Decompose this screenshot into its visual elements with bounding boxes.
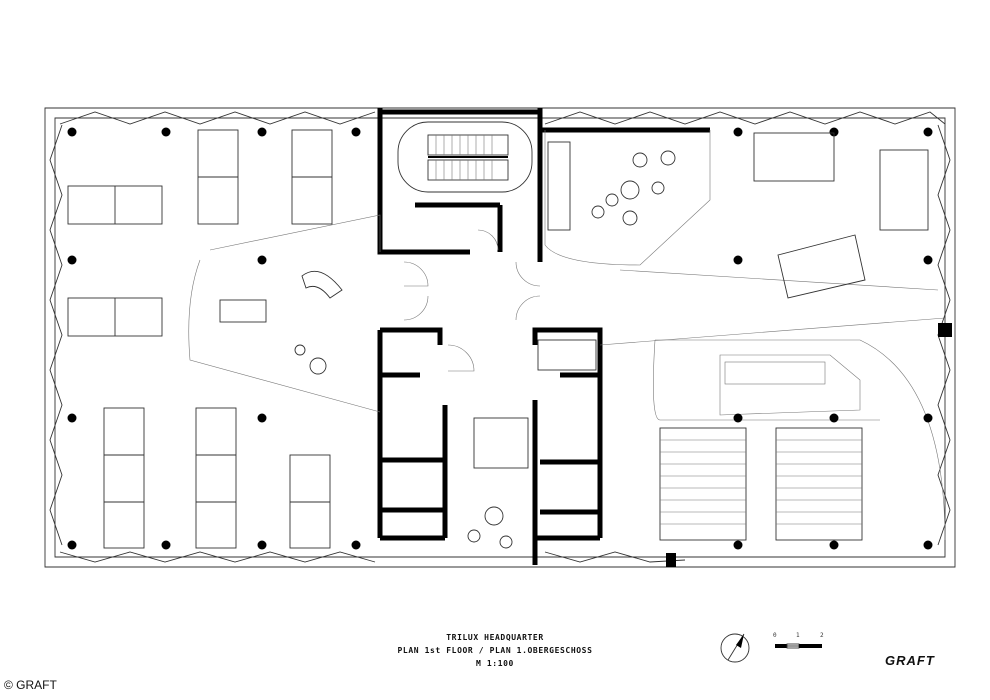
stairwell	[397, 121, 533, 193]
graft-logo: GRAFT	[885, 653, 935, 668]
door-swings	[403, 229, 541, 372]
scale-tick-0: 0	[773, 632, 777, 639]
grand-stair	[659, 427, 863, 541]
lounge-furniture	[294, 132, 929, 549]
title-line-plan: PLAN 1st FLOOR / PLAN 1.OBERGESCHOSS	[397, 646, 593, 655]
columns	[67, 127, 952, 567]
desk-clusters	[67, 129, 333, 549]
copyright-credit: © GRAFT	[4, 678, 57, 692]
zone-outlines	[188, 130, 946, 541]
north-arrow-icon	[720, 633, 750, 663]
title-line-scale: M 1:100	[476, 659, 514, 668]
building-envelope	[44, 107, 956, 568]
scale-tick-1: 1	[796, 632, 800, 639]
core-walls	[377, 108, 710, 565]
title-line-project: TRILUX HEADQUARTER	[446, 633, 544, 642]
scale-bar	[775, 643, 822, 649]
scale-tick-2: 2	[820, 632, 824, 639]
